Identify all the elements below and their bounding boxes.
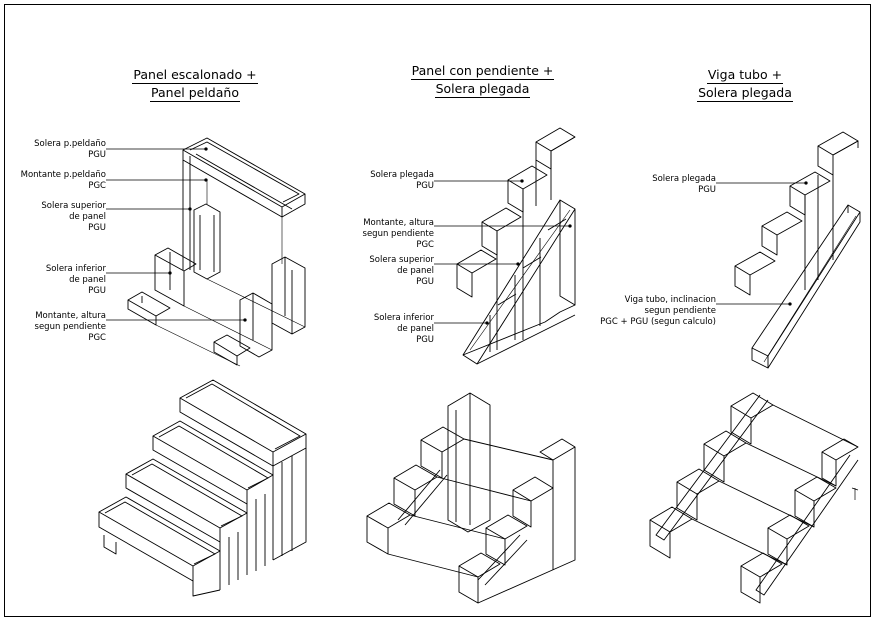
panel-pendiente-assembled bbox=[366, 392, 576, 604]
callout-montante-altura: Montante, altura segun pendiente PGC bbox=[340, 218, 434, 251]
column-3-title: Viga tubo + Solera plegada bbox=[680, 66, 810, 102]
callout-text: Solera p.peldaño bbox=[34, 139, 106, 149]
column-2-title-line2: Solera plegada bbox=[434, 81, 531, 98]
panel-pendiente-exploded bbox=[456, 127, 576, 365]
callout-text: Solera inferior bbox=[373, 313, 434, 323]
callout-viga-tubo: Viga tubo, inclinacion segun pendiente P… bbox=[590, 295, 716, 328]
callout-solera-superior: Solera superior de panel PGU bbox=[10, 201, 106, 234]
callout-text: PGC bbox=[88, 333, 106, 343]
panel-escalonado-assembled bbox=[98, 379, 307, 597]
callout-solera-plegada: Solera plegada PGU bbox=[340, 170, 434, 192]
callout-text: PGC bbox=[416, 240, 434, 250]
column-1-title: Panel escalonado + Panel peldaño bbox=[120, 66, 270, 102]
callout-text: de panel bbox=[397, 266, 434, 276]
callout-montante-peldano: Montante p.peldaño PGC bbox=[10, 170, 106, 192]
callout-solera-superior-2: Solera superior de panel PGU bbox=[340, 255, 434, 288]
callout-text: Montante, altura bbox=[35, 311, 106, 321]
column-1-title-line2: Panel peldaño bbox=[150, 85, 240, 102]
column-3-title-line2: Solera plegada bbox=[697, 85, 793, 102]
column-3-title-line1: Viga tubo + bbox=[706, 67, 784, 84]
column-1-title-line1: Panel escalonado + bbox=[132, 67, 258, 84]
callout-text: Solera superior bbox=[369, 255, 434, 265]
callout-text: PGU bbox=[88, 286, 106, 296]
viga-tubo-assembled bbox=[649, 392, 859, 604]
leader-lines bbox=[106, 147, 808, 325]
callout-solera-plegada-3: Solera plegada PGU bbox=[620, 174, 716, 196]
callout-text: Solera plegada bbox=[652, 174, 716, 184]
callout-text: Montante p.peldaño bbox=[20, 170, 106, 180]
callout-text: segun pendiente bbox=[362, 229, 434, 239]
callout-solera-inferior: Solera inferior de panel PGU bbox=[10, 264, 106, 297]
callout-text: de panel bbox=[69, 212, 106, 222]
callout-text: segun pendiente bbox=[644, 306, 716, 316]
callout-montante-pendiente: Montante, altura segun pendiente PGC bbox=[10, 311, 106, 344]
panel-escalonado-exploded bbox=[127, 137, 306, 367]
sheet-frame bbox=[4, 4, 871, 617]
viga-tubo-exploded bbox=[734, 131, 861, 369]
callout-text: segun pendiente bbox=[34, 322, 106, 332]
callout-text: PGU bbox=[416, 277, 434, 287]
callout-text: PGC + PGU (segun calculo) bbox=[600, 317, 716, 327]
callout-text: PGU bbox=[88, 150, 106, 160]
callout-text: Solera superior bbox=[41, 201, 106, 211]
callout-text: PGU bbox=[88, 223, 106, 233]
callout-text: PGU bbox=[416, 335, 434, 345]
callout-text: Viga tubo, inclinacion bbox=[624, 295, 716, 305]
callout-text: Solera plegada bbox=[370, 170, 434, 180]
column-2-title-line1: Panel con pendiente + bbox=[410, 63, 555, 80]
callout-text: PGU bbox=[698, 185, 716, 195]
callout-text: PGU bbox=[416, 181, 434, 191]
callout-text: de panel bbox=[69, 275, 106, 285]
callout-solera-peldano: Solera p.peldaño PGU bbox=[10, 139, 106, 161]
callout-text: Solera inferior bbox=[45, 264, 106, 274]
column-2-title: Panel con pendiente + Solera plegada bbox=[400, 62, 565, 98]
callout-solera-inferior-2: Solera inferior de panel PGU bbox=[340, 313, 434, 346]
callout-text: PGC bbox=[88, 181, 106, 191]
callout-text: Montante, altura bbox=[363, 218, 434, 228]
callout-text: de panel bbox=[397, 324, 434, 334]
